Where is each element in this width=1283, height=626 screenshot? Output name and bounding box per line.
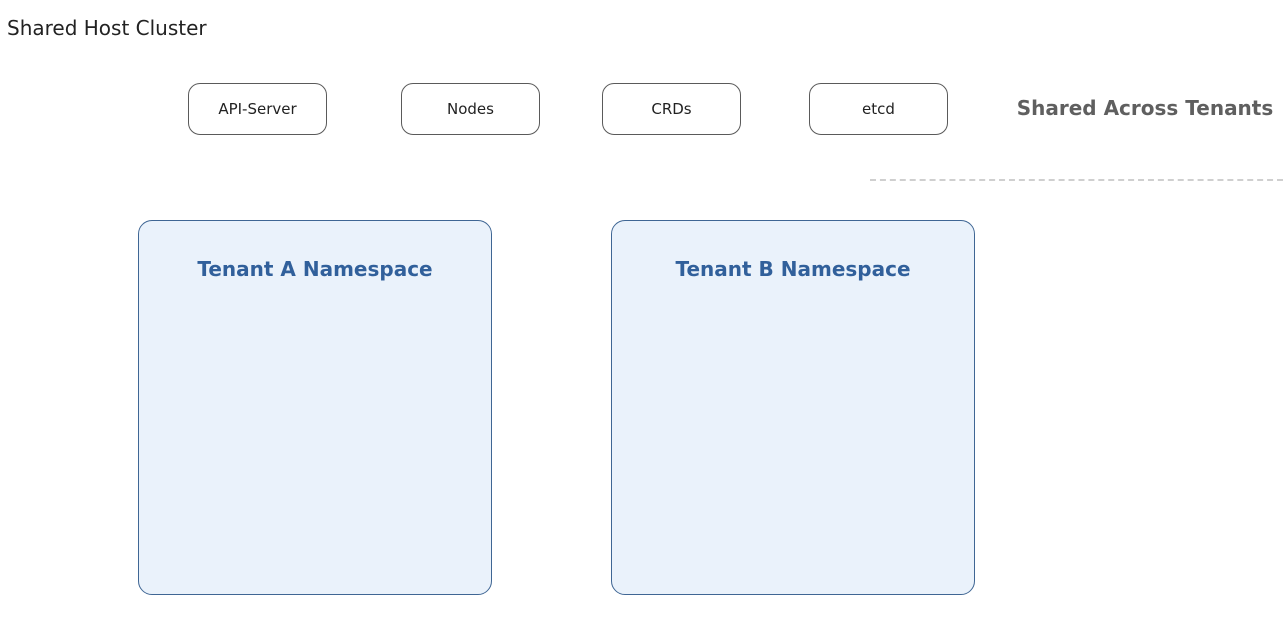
component-etcd: etcd xyxy=(809,83,948,135)
component-api-server: API-Server xyxy=(188,83,327,135)
component-label: etcd xyxy=(862,100,895,118)
component-label: API-Server xyxy=(218,100,297,118)
tenant-a-namespace-box: Tenant A Namespace xyxy=(138,220,492,595)
component-label: CRDs xyxy=(651,100,692,118)
component-label: Nodes xyxy=(447,100,494,118)
tenant-b-title: Tenant B Namespace xyxy=(675,257,911,281)
cluster-title: Shared Host Cluster xyxy=(7,16,207,40)
component-crds: CRDs xyxy=(602,83,741,135)
tenant-a-title: Tenant A Namespace xyxy=(197,257,433,281)
component-nodes: Nodes xyxy=(401,83,540,135)
shared-boundary-divider xyxy=(870,179,1283,181)
shared-across-tenants-label: Shared Across Tenants xyxy=(1016,96,1274,120)
tenant-b-namespace-box: Tenant B Namespace xyxy=(611,220,975,595)
